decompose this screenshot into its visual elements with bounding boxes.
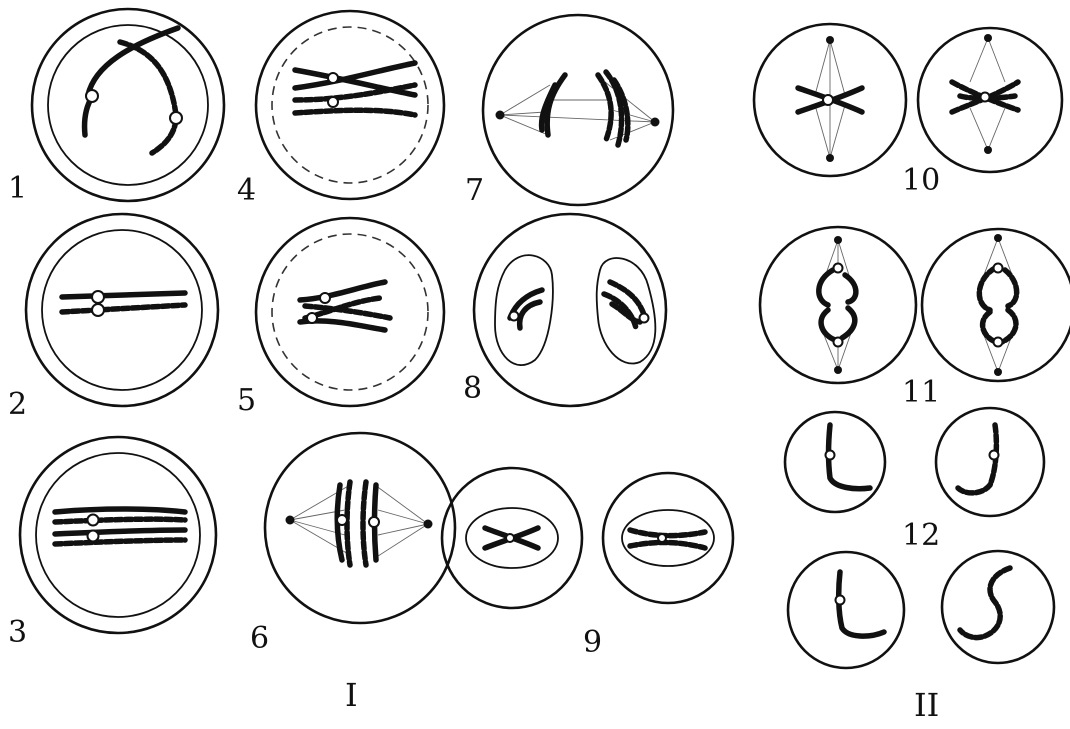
stage-number-3: 3 xyxy=(8,615,27,650)
cell-8 xyxy=(474,214,666,406)
stage-number-4: 4 xyxy=(237,173,256,208)
stage-number-7: 7 xyxy=(465,173,484,208)
stage-number-10: 10 xyxy=(902,163,940,198)
stage-number-5: 5 xyxy=(237,383,256,418)
spindle-7 xyxy=(500,82,655,140)
cell-9-left xyxy=(442,468,582,608)
cell-12-bottom-left xyxy=(788,552,904,668)
cell-11-right xyxy=(922,229,1070,381)
cell-12-top-left xyxy=(785,412,885,512)
cell-10-right xyxy=(918,28,1062,172)
cell-1 xyxy=(32,9,224,201)
cell-5 xyxy=(256,218,444,406)
cell-6 xyxy=(265,433,455,623)
stage-number-1: 1 xyxy=(8,171,27,206)
stage-number-8: 8 xyxy=(463,371,482,406)
spindle-6 xyxy=(290,485,428,558)
stage-number-2: 2 xyxy=(8,387,27,422)
group-label-II: II xyxy=(914,686,939,724)
cell-10-left xyxy=(754,24,906,176)
stage-number-9: 9 xyxy=(583,625,602,660)
stage-number-11: 11 xyxy=(902,375,940,410)
stage-number-6: 6 xyxy=(250,621,269,656)
cell-7 xyxy=(483,15,673,205)
cell-4 xyxy=(256,11,444,199)
cell-2 xyxy=(26,214,218,406)
cell-11-left xyxy=(760,227,916,383)
stage-number-12: 12 xyxy=(902,518,940,553)
cell-12-top-right xyxy=(936,408,1044,516)
cell-3 xyxy=(20,437,216,633)
group-label-I: I xyxy=(345,676,358,714)
cell-9-right xyxy=(603,473,733,603)
cell-12-bottom-right xyxy=(942,551,1054,663)
